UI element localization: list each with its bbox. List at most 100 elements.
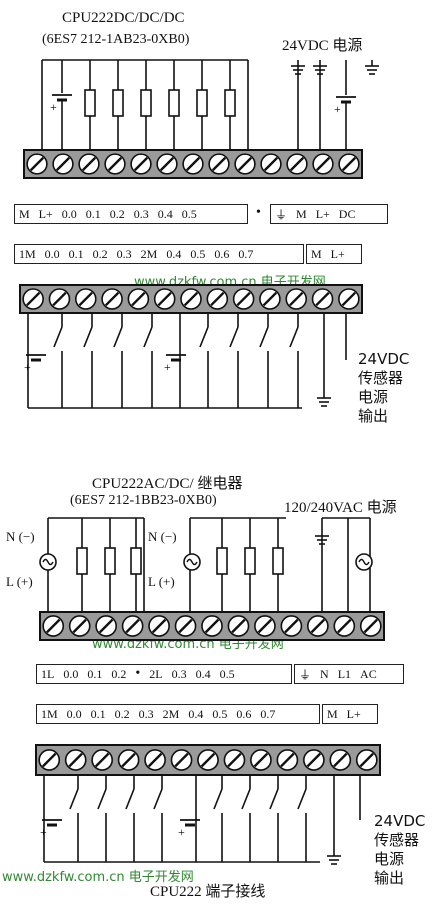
- screw-slot: [42, 752, 57, 768]
- input-switch: [241, 788, 251, 810]
- screw-slot: [52, 291, 67, 307]
- top-load-resistor: [84, 89, 96, 117]
- screw-slot: [185, 156, 201, 172]
- input-switch: [53, 326, 63, 348]
- screw-slot: [262, 291, 278, 307]
- plus-sign: +: [164, 360, 171, 374]
- screw-slot: [151, 618, 167, 634]
- input-switch: [125, 788, 135, 810]
- screw-slot: [131, 291, 146, 307]
- screw-slot: [284, 618, 299, 634]
- screw-slot: [46, 618, 61, 634]
- screw-slot: [55, 156, 71, 172]
- screw-slot: [81, 156, 97, 172]
- ac-source-icon: [42, 558, 54, 566]
- screw-slot: [227, 752, 242, 768]
- top-title: CPU222DC/DC/DC: [62, 10, 185, 26]
- input-switch: [83, 326, 93, 348]
- bottom-power-label: 120/240VAC 电源: [284, 500, 397, 516]
- screw-slot: [107, 156, 123, 172]
- input-switch: [269, 788, 279, 810]
- screw-slot: [363, 618, 378, 634]
- plus-sign: +: [40, 825, 47, 839]
- plus-sign: +: [334, 102, 341, 116]
- bottom-load-resistor: [104, 547, 116, 575]
- screw-slot: [236, 291, 251, 307]
- screw-slot: [280, 752, 295, 768]
- screw-slot: [263, 156, 279, 172]
- top-load-resistor: [140, 89, 152, 117]
- bottom-model: (6ES7 212-1BB23-0XB0): [70, 493, 217, 508]
- caption: CPU222 端子接线: [150, 884, 266, 900]
- screw-slot: [78, 291, 93, 307]
- top-load-resistor: [196, 89, 208, 117]
- ac-source-icon: [186, 558, 198, 566]
- screw-slot: [125, 618, 140, 634]
- input-switch: [199, 326, 209, 348]
- input-switch: [69, 788, 79, 810]
- screw-slot: [29, 156, 45, 172]
- screw-slot: [104, 291, 120, 307]
- screw-slot: [315, 156, 331, 172]
- input-switch: [259, 326, 269, 348]
- bottom-load-resistor: [216, 547, 228, 575]
- screw-slot: [68, 752, 83, 768]
- bottom-load-resistor: [76, 547, 88, 575]
- screw-slot: [147, 752, 163, 768]
- top-load-resistor: [224, 89, 236, 117]
- ac-source-icon: [358, 558, 370, 566]
- plus-sign: +: [24, 360, 31, 374]
- screw-slot: [210, 291, 225, 307]
- screw-slot: [133, 156, 149, 172]
- screw-slot: [237, 156, 253, 172]
- top-load-resistor: [168, 89, 180, 117]
- screw-slot: [72, 618, 87, 634]
- screw-slot: [200, 752, 216, 768]
- top-power-label: 24VDC 电源: [282, 38, 363, 54]
- bottom-title: CPU222AC/DC/ 继电器: [92, 476, 243, 492]
- bottom-load-resistor: [130, 547, 142, 575]
- input-switch: [143, 326, 153, 348]
- screw-slot: [337, 618, 352, 634]
- screw-slot: [315, 291, 330, 307]
- screw-slot: [211, 156, 227, 172]
- screw-slot: [183, 291, 199, 307]
- screw-slot: [333, 752, 348, 768]
- bottom-n-label-mid: N (−): [148, 529, 177, 544]
- input-switch: [113, 326, 123, 348]
- screw-slot: [341, 291, 357, 307]
- ground-icon: ⏚: [275, 207, 288, 222]
- screw-slot: [157, 291, 172, 307]
- bottom-n-label-left: N (−): [6, 529, 35, 544]
- input-switch: [97, 788, 107, 810]
- input-switch: [289, 326, 299, 348]
- plus-sign: +: [50, 100, 57, 114]
- screw-slot: [178, 618, 193, 634]
- screw-slot: [306, 752, 322, 768]
- screw-slot: [289, 291, 304, 307]
- bottom-l-label-mid: L (+): [148, 574, 175, 589]
- screw-slot: [25, 291, 41, 307]
- screw-slot: [94, 752, 110, 768]
- screw-slot: [174, 752, 189, 768]
- screw-slot: [253, 752, 269, 768]
- bottom-l-label-left: L (+): [6, 574, 33, 589]
- screw-slot: [310, 618, 326, 634]
- top-load-resistor: [112, 89, 124, 117]
- screw-slot: [204, 618, 220, 634]
- screw-slot: [231, 618, 246, 634]
- input-switch: [229, 326, 239, 348]
- watermark: www.dzkfw.com.cn 电子开发网: [2, 870, 194, 885]
- top-output-dot: •: [256, 205, 261, 220]
- ground-icon: ⏚: [299, 667, 312, 682]
- plus-sign: +: [178, 825, 185, 839]
- screw-slot: [359, 752, 374, 768]
